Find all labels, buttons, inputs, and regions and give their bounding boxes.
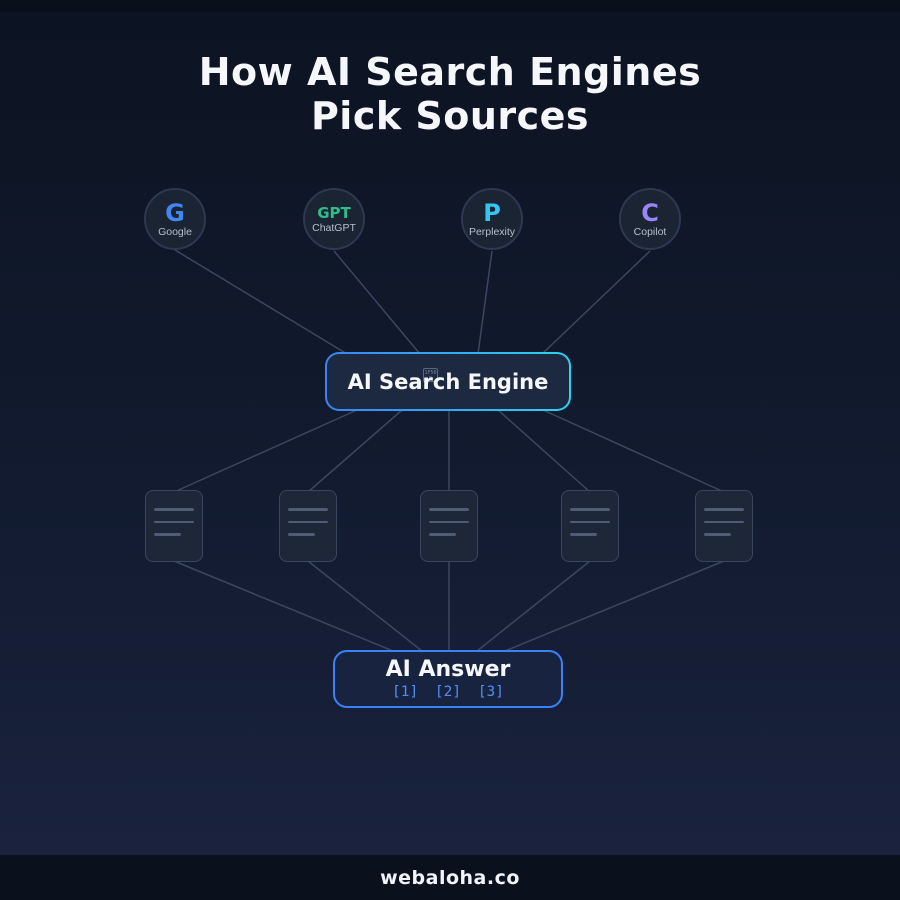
connector-doc1-to-answer [173,560,394,652]
source-document-icon [420,490,478,562]
page-title-line2: Pick Sources [310,94,590,138]
engine-label-google: Google [158,225,192,238]
ai-answer-label: AI Answer [385,657,511,682]
connector-doc4-to-answer [476,560,591,652]
page-title-line1: How AI Search Engines [198,50,702,94]
footer-website: webaloha.co [380,866,520,889]
engine-label-perplexity: Perplexity [468,225,516,238]
connector-search-to-doc4 [497,409,591,493]
source-document-icon [561,490,619,562]
top-border-bar [0,0,900,12]
ai-answer-node: AI Answer [1] [2] [3] [333,650,563,708]
page-title: How AI Search Engines Pick Sources [0,50,900,138]
citation-markers: [1] [2] [3] [391,684,505,700]
footer-bar: webaloha.co [0,855,900,900]
google-logo-icon: G [165,198,185,227]
perplexity-logo-icon: P [483,198,501,227]
missing-emoji-glyph: 1F50D [423,368,438,382]
ai-search-engine-node: 1F50D AI Search Engine [325,352,571,411]
connector-search-to-doc2 [307,409,403,493]
source-document-icon [695,490,753,562]
engine-node-copilot: C Copilot [619,188,681,250]
connector-doc2-to-answer [307,560,423,652]
source-document-icon [145,490,203,562]
chatgpt-logo-icon: GPT [317,203,351,222]
engine-node-google: G Google [144,188,206,250]
ai-search-engine-label: AI Search Engine [347,369,549,394]
engine-label-copilot: Copilot [633,225,667,238]
connector-search-to-doc1 [173,409,358,493]
engine-node-chatgpt: GPT ChatGPT [303,188,365,250]
connector-copilot-to-search [541,250,651,355]
engine-label-chatgpt: ChatGPT [312,221,356,234]
engine-node-perplexity: P Perplexity [461,188,523,250]
copilot-logo-icon: C [641,198,659,227]
source-document-icon [279,490,337,562]
connector-perplexity-to-search [477,250,493,355]
connector-doc5-to-answer [504,560,725,652]
connector-google-to-search [174,249,348,355]
connector-chatgpt-to-search [333,250,421,355]
connector-search-to-doc5 [542,409,725,493]
